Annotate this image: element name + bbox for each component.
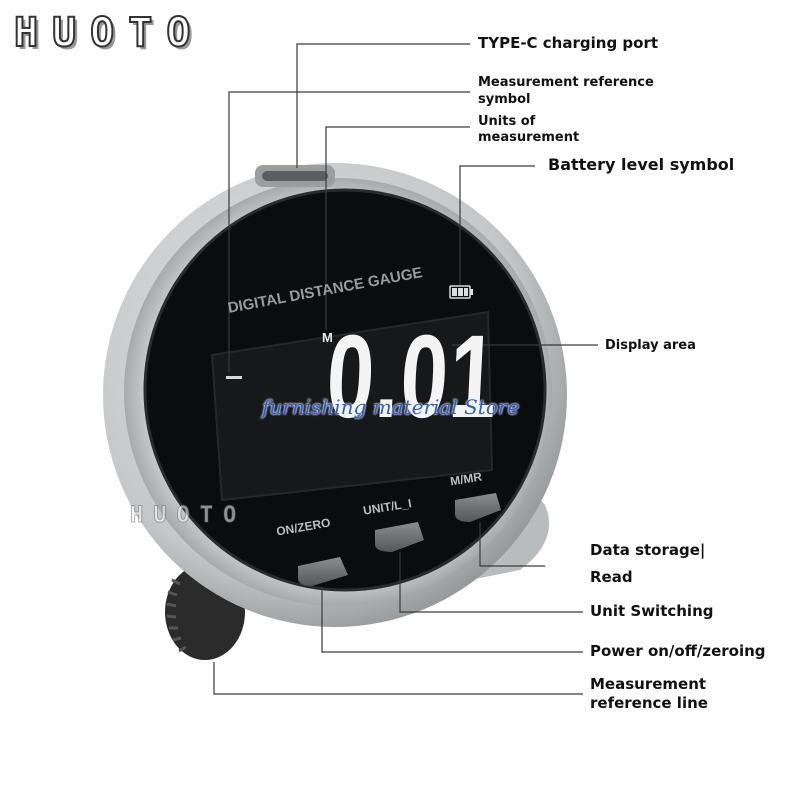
callout-display: Display area xyxy=(605,338,696,353)
brand-watermark: HUOTO xyxy=(129,503,247,529)
callout-reference-line-1: Measurement xyxy=(590,675,707,693)
reference-symbol-icon xyxy=(226,376,242,379)
m-mr-button[interactable] xyxy=(455,493,501,522)
callout-units-line1: Units of xyxy=(478,114,536,129)
brand-logo: HUOTO xyxy=(13,9,205,57)
on-zero-button[interactable] xyxy=(298,557,348,586)
callout-power: Power on/off/zeroing xyxy=(590,642,766,660)
callout-reference-symbol-line1: Measurement reference xyxy=(478,75,654,90)
callout-reference-symbol-line2: symbol xyxy=(478,92,531,107)
lcd-window xyxy=(210,310,494,502)
callout-read: Read xyxy=(590,568,633,586)
callout-reference-line-2: reference line xyxy=(590,694,708,712)
callout-unit-switching: Unit Switching xyxy=(590,602,714,620)
battery-icon xyxy=(449,285,473,299)
callout-battery: Battery level symbol xyxy=(548,155,735,174)
callout-type-c: TYPE-C charging port xyxy=(478,34,659,52)
callout-lines xyxy=(213,43,598,695)
unit-button[interactable] xyxy=(375,522,424,552)
store-watermark: furnishing material Store xyxy=(262,395,520,419)
callout-data-storage: Data storage| xyxy=(590,541,706,559)
callout-units-line2: measurement xyxy=(478,130,580,145)
unit-indicator: M xyxy=(322,330,333,345)
